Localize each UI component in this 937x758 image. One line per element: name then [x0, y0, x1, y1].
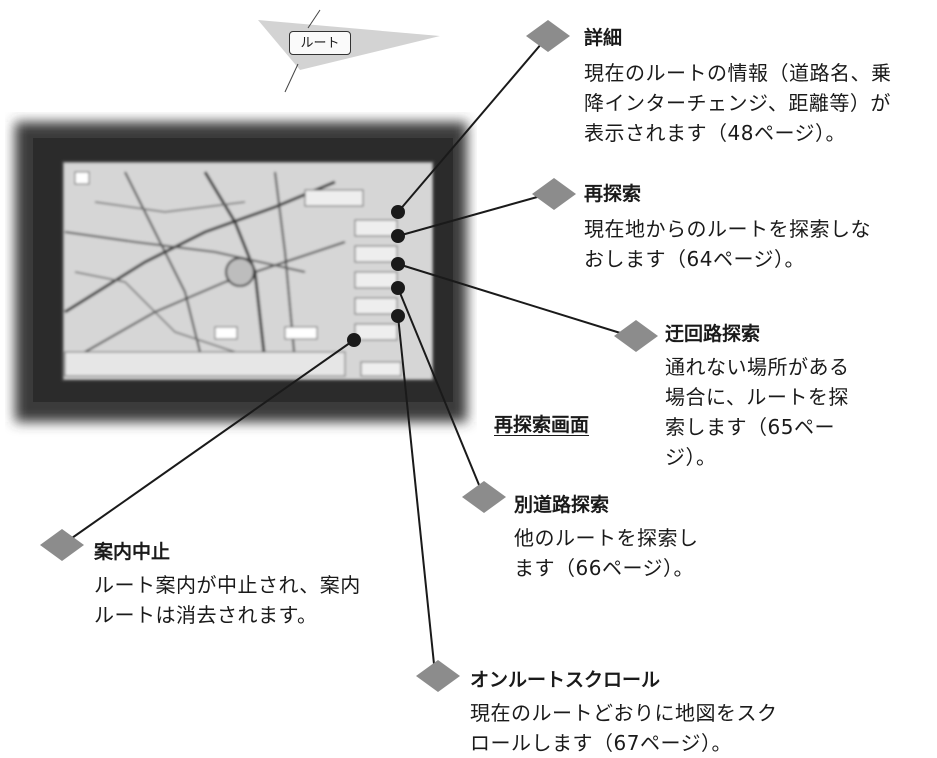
callout-line: ロールします（67ページ）。 [470, 731, 733, 755]
callout-title: 別道路探索 [514, 494, 610, 516]
callout-alt-road: 別道路探索 他のルートを探索し ます（66ページ）。 [514, 493, 699, 583]
callout-line: ルートは消去されます。 [94, 603, 318, 627]
callout-stop-guidance: 案内中止 ルート案内が中止され、案内 ルートは消去されます。 [94, 540, 361, 630]
callout-title: オンルートスクロール [470, 669, 661, 691]
callout-line: ルート案内が中止され、案内 [94, 573, 361, 597]
diamond-marker [416, 660, 460, 692]
callout-research: 再探索 現在地からのルートを探索しな おします（64ページ）。 [584, 182, 871, 274]
callout-detour: 迂回路探索 通れない場所がある 場合に、ルートを探 索します（65ペー ジ）。 [665, 322, 850, 472]
callout-line: ます（66ページ）。 [514, 556, 695, 580]
callout-detail: 詳細 現在のルートの情報（道路名、乗 降インターチェンジ、距離等）が 表示されま… [584, 26, 892, 148]
callout-title: 詳細 [584, 27, 623, 49]
callout-line: 表示されます（48ページ）。 [584, 121, 847, 145]
route-key-button[interactable]: ルート [289, 31, 351, 55]
callout-line: 降インターチェンジ、距離等）が [584, 91, 891, 115]
callout-line: ジ）。 [665, 445, 717, 469]
callout-line: 現在地からのルートを探索しな [584, 217, 871, 241]
callout-line: 現在のルートどおりに地図をスク [470, 701, 778, 725]
diamond-marker [614, 320, 658, 352]
callout-line: おします（64ページ）。 [584, 247, 806, 271]
callout-title: 迂回路探索 [665, 323, 761, 345]
callout-line: 場合に、ルートを探 [665, 385, 849, 409]
callout-on-route-scroll: オンルートスクロール 現在のルートどおりに地図をスク ロールします（67ページ）… [470, 668, 778, 758]
callout-title: 案内中止 [94, 541, 171, 563]
section-label: 再探索画面 [494, 414, 590, 436]
callout-title: 再探索 [584, 183, 642, 205]
diamond-marker [526, 20, 570, 52]
diamond-marker [462, 481, 506, 513]
diamond-marker [532, 178, 576, 210]
callout-line: 通れない場所がある [665, 355, 850, 379]
callout-line: 索します（65ペー [665, 415, 835, 439]
callout-line: 他のルートを探索し [514, 526, 699, 550]
callout-line: 現在のルートの情報（道路名、乗 [584, 61, 892, 85]
navigation-screen-illustration [15, 122, 467, 422]
diamond-marker [40, 529, 84, 561]
